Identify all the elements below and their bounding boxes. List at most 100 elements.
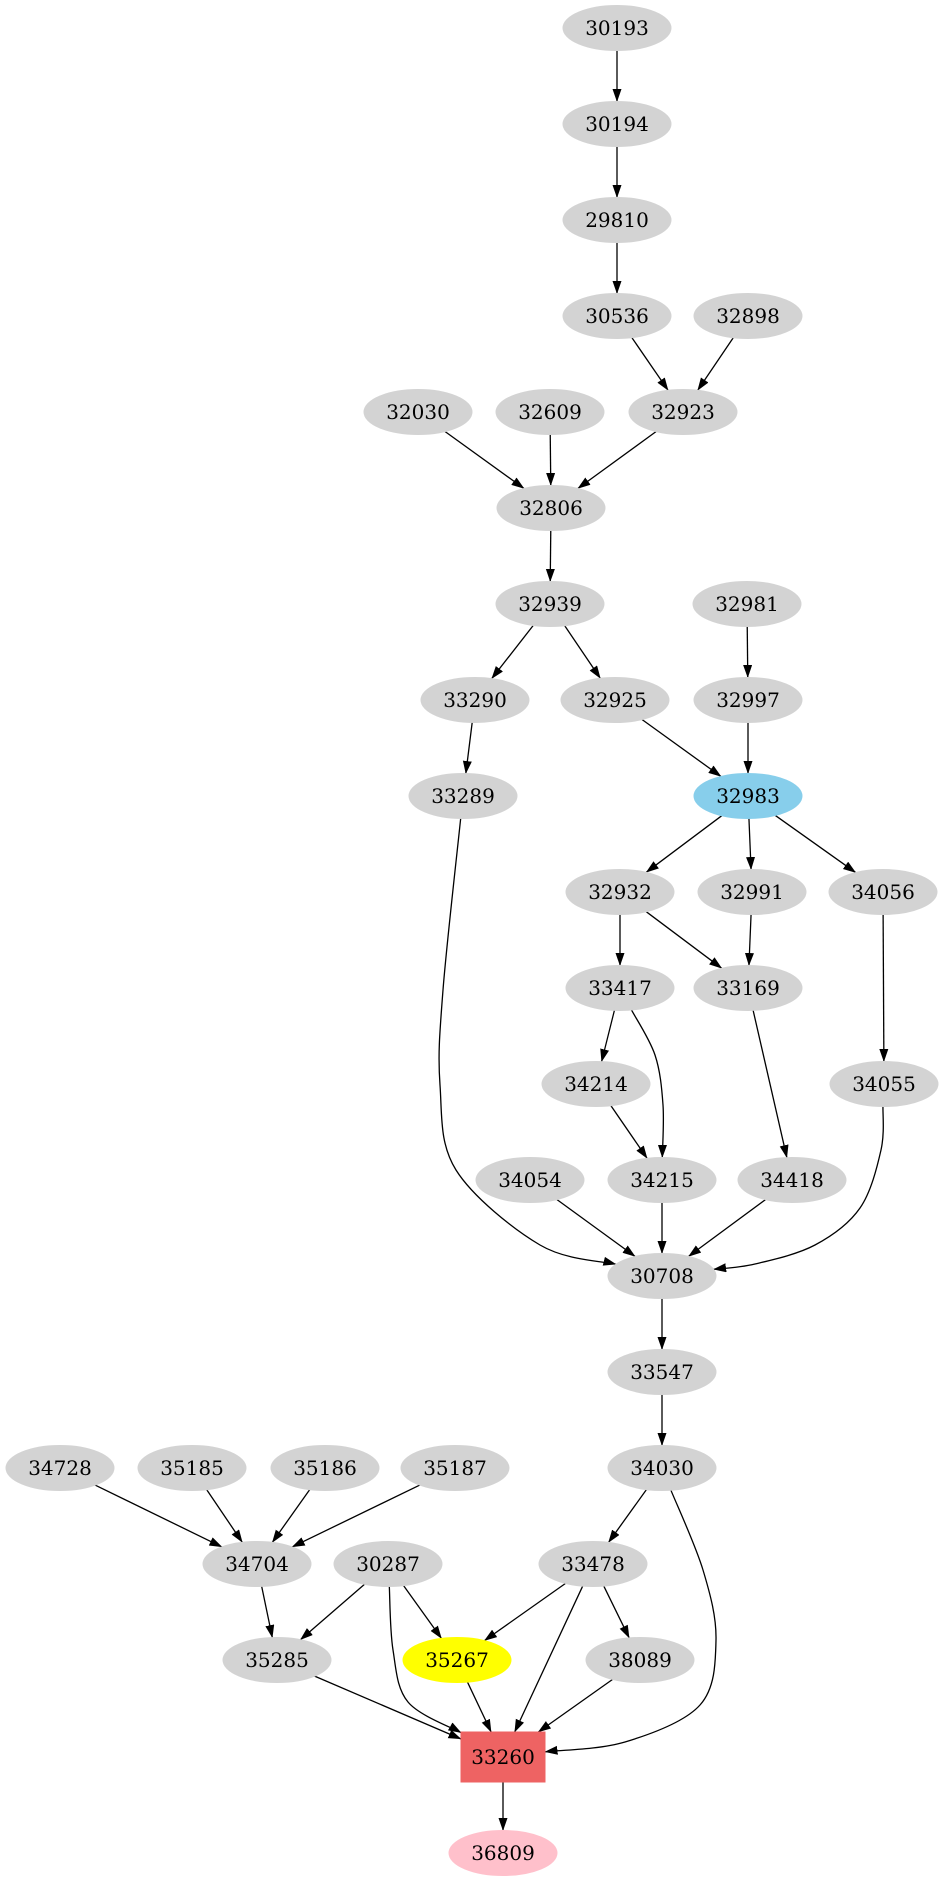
edge-30287-35285 xyxy=(300,1583,365,1641)
node-32925: 32925 xyxy=(560,677,670,723)
edge-32991-33169 xyxy=(744,914,754,967)
node-label-35285: 35285 xyxy=(245,1648,309,1672)
node-36809: 36809 xyxy=(448,1830,558,1876)
node-33289: 33289 xyxy=(408,773,518,819)
node-ellipse-35185 xyxy=(137,1445,247,1491)
node-ellipse-34215 xyxy=(607,1157,717,1203)
node-label-34418: 34418 xyxy=(760,1168,824,1192)
node-32030: 32030 xyxy=(363,389,473,435)
node-34214: 34214 xyxy=(541,1061,651,1107)
node-box-33260 xyxy=(460,1731,546,1783)
node-label-32030: 32030 xyxy=(386,400,450,424)
node-label-30287: 30287 xyxy=(356,1552,420,1576)
edge-35185-34704 xyxy=(206,1489,243,1543)
node-30194: 30194 xyxy=(562,101,672,147)
node-32997: 32997 xyxy=(693,677,803,723)
node-label-33547: 33547 xyxy=(630,1360,694,1384)
node-ellipse-33417 xyxy=(565,965,675,1011)
node-label-32806: 32806 xyxy=(519,496,583,520)
node-ellipse-35267 xyxy=(402,1637,512,1683)
edge-35187-34704 xyxy=(291,1484,421,1548)
edge-32030-32806 xyxy=(444,430,525,490)
edge-33478-38089 xyxy=(603,1585,630,1639)
node-label-32981: 32981 xyxy=(715,592,779,616)
node-label-29810: 29810 xyxy=(585,208,649,232)
edge-32939-32925 xyxy=(564,625,601,679)
node-ellipse-32939 xyxy=(495,581,605,627)
node-34054: 34054 xyxy=(475,1157,585,1203)
node-label-34056: 34056 xyxy=(851,880,915,904)
edge-32983-32991 xyxy=(746,818,756,871)
node-35185: 35185 xyxy=(137,1445,247,1491)
node-ellipse-34728 xyxy=(5,1445,115,1491)
edge-32983-32932 xyxy=(645,815,723,873)
edge-34030-33260 xyxy=(544,1489,717,1755)
node-30287: 30287 xyxy=(333,1541,443,1587)
node-32981: 32981 xyxy=(692,581,802,627)
node-label-32932: 32932 xyxy=(588,880,652,904)
edge-35186-34704 xyxy=(271,1489,311,1543)
edge-33169-34418 xyxy=(752,1010,789,1159)
node-label-32997: 32997 xyxy=(716,688,780,712)
edge-32806-32939 xyxy=(545,530,555,582)
node-label-30708: 30708 xyxy=(630,1264,694,1288)
node-32932: 32932 xyxy=(565,869,675,915)
edge-32925-32983 xyxy=(641,718,722,778)
node-label-35267: 35267 xyxy=(425,1648,489,1672)
edge-30536-32923 xyxy=(631,337,669,391)
node-33478: 33478 xyxy=(538,1541,648,1587)
edges-layer xyxy=(94,50,889,1831)
node-ellipse-34418 xyxy=(737,1157,847,1203)
edge-32898-32923 xyxy=(697,337,734,391)
node-ellipse-35285 xyxy=(222,1637,332,1683)
edge-32932-33169 xyxy=(645,911,723,969)
node-ellipse-32898 xyxy=(693,293,803,339)
edge-35285-33260 xyxy=(314,1675,462,1740)
edge-34214-34215 xyxy=(610,1105,648,1159)
node-ellipse-34055 xyxy=(829,1061,939,1107)
node-ellipse-32923 xyxy=(628,389,738,435)
node-30708: 30708 xyxy=(607,1253,717,1299)
node-32806: 32806 xyxy=(496,485,606,531)
node-32923: 32923 xyxy=(628,389,738,435)
edge-34056-34055 xyxy=(879,914,889,1062)
node-ellipse-32932 xyxy=(565,869,675,915)
node-32609: 32609 xyxy=(495,389,605,435)
node-32991: 32991 xyxy=(697,869,807,915)
node-label-34215: 34215 xyxy=(630,1168,694,1192)
node-label-30194: 30194 xyxy=(585,112,649,136)
node-ellipse-36809 xyxy=(448,1830,558,1876)
node-label-34704: 34704 xyxy=(225,1552,289,1576)
node-label-34728: 34728 xyxy=(28,1456,92,1480)
node-ellipse-33169 xyxy=(693,965,803,1011)
node-33169: 33169 xyxy=(693,965,803,1011)
node-label-33289: 33289 xyxy=(431,784,495,808)
node-ellipse-30708 xyxy=(607,1253,717,1299)
node-34055: 34055 xyxy=(829,1061,939,1107)
edge-38089-33260 xyxy=(537,1678,613,1733)
node-label-34054: 34054 xyxy=(498,1168,562,1192)
node-ellipse-32925 xyxy=(560,677,670,723)
node-ellipse-34030 xyxy=(607,1445,717,1491)
node-35187: 35187 xyxy=(400,1445,510,1491)
node-34704: 34704 xyxy=(202,1541,312,1587)
edge-32939-33290 xyxy=(491,624,534,680)
node-ellipse-32981 xyxy=(692,581,802,627)
node-label-32925: 32925 xyxy=(583,688,647,712)
node-34728: 34728 xyxy=(5,1445,115,1491)
node-ellipse-38089 xyxy=(585,1637,695,1683)
node-label-32898: 32898 xyxy=(716,304,780,328)
node-34215: 34215 xyxy=(607,1157,717,1203)
node-29810: 29810 xyxy=(562,197,672,243)
node-ellipse-30287 xyxy=(333,1541,443,1587)
node-label-34030: 34030 xyxy=(630,1456,694,1480)
node-label-33417: 33417 xyxy=(588,976,652,1000)
node-ellipse-34056 xyxy=(828,869,938,915)
node-label-33260: 33260 xyxy=(471,1745,535,1769)
node-ellipse-30194 xyxy=(562,101,672,147)
node-ellipse-32991 xyxy=(697,869,807,915)
node-ellipse-33478 xyxy=(538,1541,648,1587)
node-label-32923: 32923 xyxy=(651,400,715,424)
edge-33478-33260 xyxy=(514,1585,584,1733)
node-label-30536: 30536 xyxy=(585,304,649,328)
